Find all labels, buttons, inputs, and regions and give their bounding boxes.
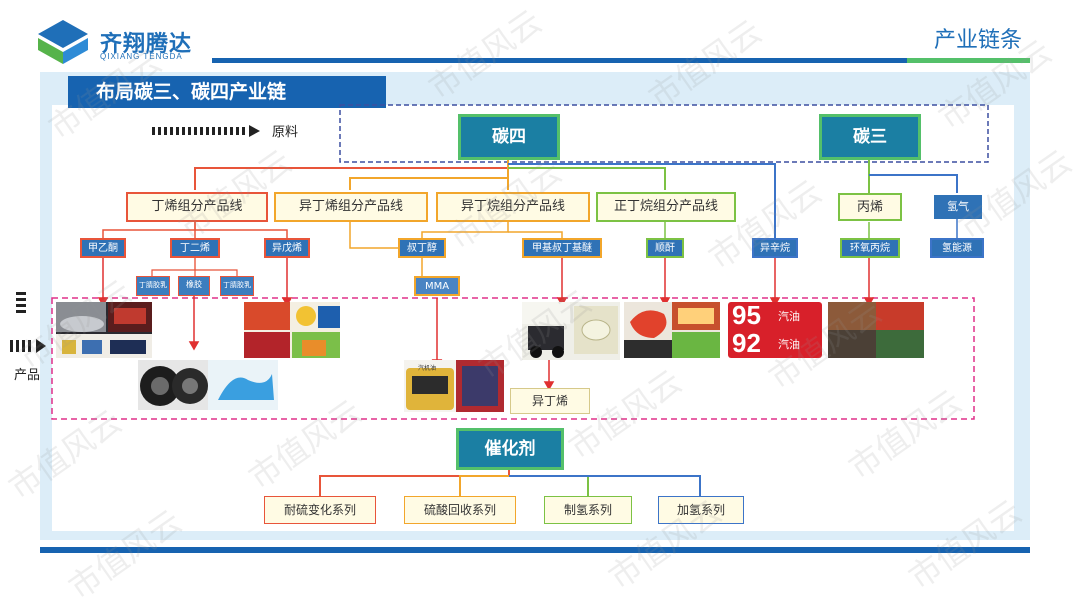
engine-oil-label: 汽机油 <box>418 365 437 372</box>
catalyst-series-2: 硫酸回收系列 <box>404 496 516 524</box>
product-arrow-icon <box>8 290 48 360</box>
hydrogen-box: 氢气 <box>934 195 982 219</box>
product-line-isobutylene: 异丁烯组分产品线 <box>274 192 428 222</box>
isoprene-tag: 异戊烯 <box>264 238 310 258</box>
fuel-92-number: 92 <box>732 328 761 358</box>
product-line-isobutane: 异丁烷组分产品线 <box>436 192 590 222</box>
ski-product-image <box>624 302 720 358</box>
isobutylene-product-box: 异丁烯 <box>510 388 590 414</box>
company-logo <box>30 16 96 66</box>
truck-product-image <box>522 302 620 360</box>
tire-glove-image <box>138 360 278 410</box>
mma-tag: MMA <box>414 276 460 296</box>
butadiene-tag: 丁二烯 <box>170 238 220 258</box>
engine-oil-image <box>404 360 504 412</box>
rubber-latex-tag-2: 丁腈胶乳 <box>220 276 254 296</box>
propylene-box: 丙烯 <box>838 193 902 221</box>
c3-source-box: 碳三 <box>819 114 921 160</box>
product-label: 产品 <box>14 368 41 383</box>
footer-rule <box>40 547 1030 553</box>
catalyst-series-1: 耐硫变化系列 <box>264 496 376 524</box>
header-rule-green <box>907 58 1030 63</box>
paint-product-image <box>244 302 340 358</box>
c4-source-box: 碳四 <box>458 114 560 160</box>
hydrogen-energy-tag: 氢能源 <box>930 238 984 258</box>
flow-lines <box>51 104 989 496</box>
page-banner: 布局碳三、碳四产业链 <box>68 76 386 108</box>
maleic-tag: 顺酐 <box>646 238 684 258</box>
propylene-oxide-tag: 环氧丙烷 <box>840 238 900 258</box>
raw-material-arrow-icon <box>152 123 262 137</box>
product-line-n-butane: 正丁烷组分产品线 <box>596 192 736 222</box>
header-rule-blue <box>212 58 907 63</box>
isooctane-tag: 异辛烷 <box>752 238 798 258</box>
company-name: 齐翔腾达 <box>100 32 193 57</box>
company-name-en: QIXIANG TENGDA <box>100 52 183 61</box>
raw-material-label: 原料 <box>272 125 299 140</box>
fuel-gasoline-image: 95 汽油 92 汽油 <box>728 300 822 358</box>
product-line-butene: 丁烯组分产品线 <box>126 192 268 222</box>
car-product-image <box>56 302 152 358</box>
mtbe-tag: 甲基叔丁基醚 <box>522 238 602 258</box>
interior-product-image <box>828 302 924 358</box>
catalyst-box: 催化剂 <box>456 428 564 470</box>
rubber-latex-tag-1: 丁腈胶乳 <box>136 276 170 296</box>
rubber-tag: 橡胶 <box>178 276 210 296</box>
catalyst-series-3: 制氢系列 <box>544 496 632 524</box>
catalyst-series-4: 加氢系列 <box>658 496 744 524</box>
tba-tag: 叔丁醇 <box>398 238 446 258</box>
fuel-95-number: 95 <box>732 300 761 330</box>
section-title: 产业链条 <box>933 28 1022 53</box>
fuel-95-label: 汽油 <box>778 310 800 323</box>
fuel-92-label: 汽油 <box>778 338 800 351</box>
mek-tag: 甲乙酮 <box>80 238 126 258</box>
